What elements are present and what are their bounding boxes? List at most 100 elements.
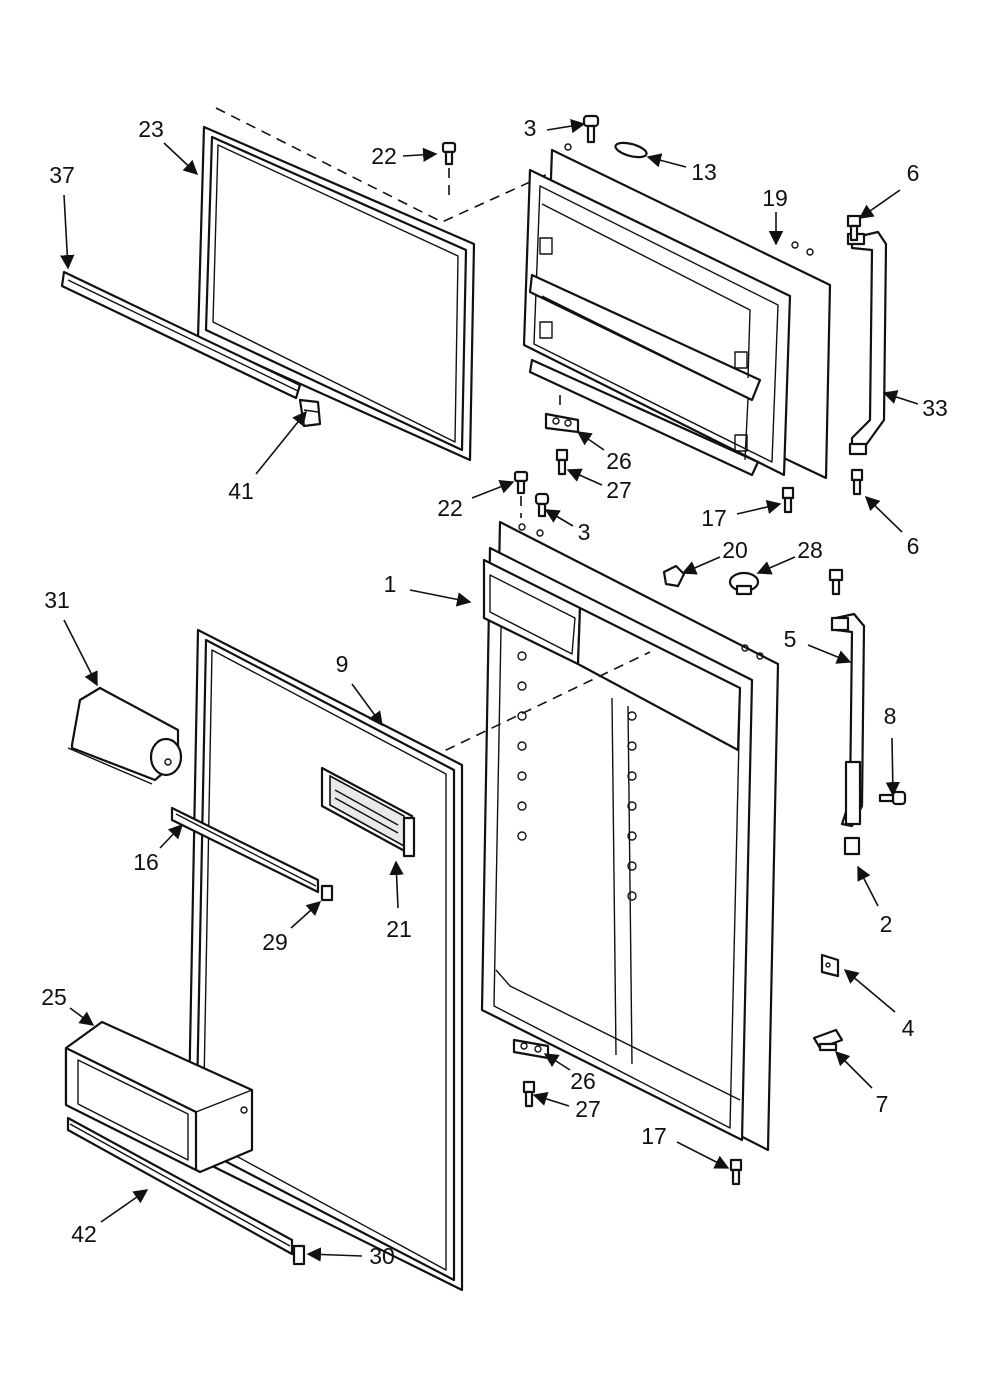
plug-28 — [728, 571, 760, 596]
screw-17-lower — [729, 1158, 743, 1186]
callout-leader-27 — [532, 1092, 570, 1107]
plug-upper — [441, 141, 457, 200]
callout-leader-33 — [882, 390, 919, 405]
callout-label-42: 42 — [71, 1221, 97, 1247]
callout-label-8: 8 — [884, 703, 897, 729]
callout-label-21: 21 — [386, 916, 412, 942]
fresh-food-handle — [830, 612, 866, 828]
screw-17-upper — [781, 486, 795, 514]
callout-label-22: 22 — [371, 143, 397, 169]
callout-leader-6 — [864, 495, 903, 533]
screw-6-middle — [850, 468, 864, 496]
callout-label-27: 27 — [606, 477, 632, 503]
door-bin-25 — [64, 1020, 254, 1174]
callout-label-25: 25 — [41, 984, 67, 1010]
callout-labels: 1233456678913161717192021222223252626272… — [41, 115, 948, 1269]
callout-label-27: 27 — [575, 1096, 601, 1122]
callout-label-7: 7 — [876, 1091, 889, 1117]
callout-leader-20 — [681, 556, 721, 575]
callout-leader-4 — [843, 969, 896, 1013]
callout-label-31: 31 — [44, 587, 70, 613]
callout-leader-26 — [576, 431, 605, 451]
callout-label-16: 16 — [133, 849, 159, 875]
callout-label-37: 37 — [49, 162, 75, 188]
shelf-trim-16 — [170, 806, 320, 894]
hinge-26-lower — [512, 1038, 550, 1060]
callout-label-4: 4 — [902, 1015, 915, 1041]
screw-27-upper — [555, 448, 569, 476]
bottom-trim-42 — [66, 1116, 294, 1256]
screw-6-lower — [828, 568, 844, 596]
callout-leader-7 — [834, 1050, 873, 1089]
callout-leader-13 — [646, 153, 687, 168]
freezer-handle — [846, 230, 888, 456]
freezer-door-gasket — [196, 125, 476, 462]
callout-leader-16 — [159, 823, 183, 849]
end-cap-30 — [292, 1244, 306, 1266]
alignment-line-lower — [414, 651, 651, 766]
callout-label-41: 41 — [228, 478, 254, 504]
callout-leader-37 — [60, 194, 75, 270]
callout-label-20: 20 — [722, 537, 748, 563]
callout-label-23: 23 — [138, 116, 164, 142]
callout-leader-3 — [544, 509, 574, 527]
callout-leader-9 — [351, 683, 383, 727]
callout-leader-26 — [543, 1053, 571, 1071]
callout-leader-6 — [858, 189, 901, 219]
callout-leader-23 — [163, 142, 199, 175]
callout-label-22: 22 — [437, 495, 463, 521]
end-cap-41 — [298, 398, 322, 428]
callout-leader-42 — [100, 1189, 149, 1223]
callout-leader-2 — [857, 865, 879, 907]
callout-label-17: 17 — [701, 505, 727, 531]
callout-label-28: 28 — [797, 537, 823, 563]
bracket-4 — [820, 953, 840, 978]
callout-label-19: 19 — [762, 185, 788, 211]
callout-label-26: 26 — [606, 448, 632, 474]
plug-lower — [513, 470, 529, 518]
bracket-7 — [812, 1028, 844, 1052]
callout-leader-22 — [402, 147, 438, 162]
callout-leader-8 — [885, 737, 900, 797]
callout-label-1: 1 — [384, 571, 397, 597]
callout-label-6: 6 — [907, 533, 920, 559]
screw-27-lower — [522, 1080, 536, 1108]
callout-label-3: 3 — [578, 519, 591, 545]
callout-label-13: 13 — [691, 159, 717, 185]
callout-label-6: 6 — [907, 160, 920, 186]
dairy-compartment-31 — [67, 686, 183, 785]
callout-leader-1 — [409, 589, 472, 607]
callout-label-2: 2 — [880, 911, 893, 937]
end-cap-29 — [320, 884, 334, 902]
screw-6-top — [846, 214, 862, 242]
callout-label-5: 5 — [784, 626, 797, 652]
callout-leader-22 — [471, 480, 515, 499]
callout-leader-41 — [255, 410, 307, 475]
callout-label-29: 29 — [262, 929, 288, 955]
hinge-26-upper — [544, 395, 580, 434]
callout-leader-31 — [63, 619, 98, 687]
callout-label-17: 17 — [641, 1123, 667, 1149]
callout-leader-30 — [306, 1247, 363, 1262]
callout-leader-17 — [676, 1141, 730, 1169]
callout-leader-29 — [290, 901, 322, 929]
screw-3-lower — [534, 492, 550, 518]
freezer-shelf-trim — [60, 270, 302, 400]
callout-leader-17 — [736, 499, 782, 515]
callout-label-9: 9 — [336, 651, 349, 677]
callout-leader-21 — [389, 860, 404, 909]
washer-13 — [614, 141, 648, 159]
callout-label-3: 3 — [524, 115, 537, 141]
dairy-door-21 — [320, 766, 416, 858]
callout-leader-25 — [69, 1007, 95, 1026]
callout-label-26: 26 — [570, 1068, 596, 1094]
screw-3-upper — [582, 114, 600, 144]
callout-leader-28 — [756, 556, 796, 575]
fresh-food-door-gasket — [186, 628, 464, 1292]
callout-leader-3 — [546, 118, 586, 134]
fresh-food-door — [480, 520, 780, 1152]
freezer-door — [522, 143, 832, 480]
clip-20 — [662, 564, 686, 588]
callout-leader-5 — [807, 644, 852, 664]
